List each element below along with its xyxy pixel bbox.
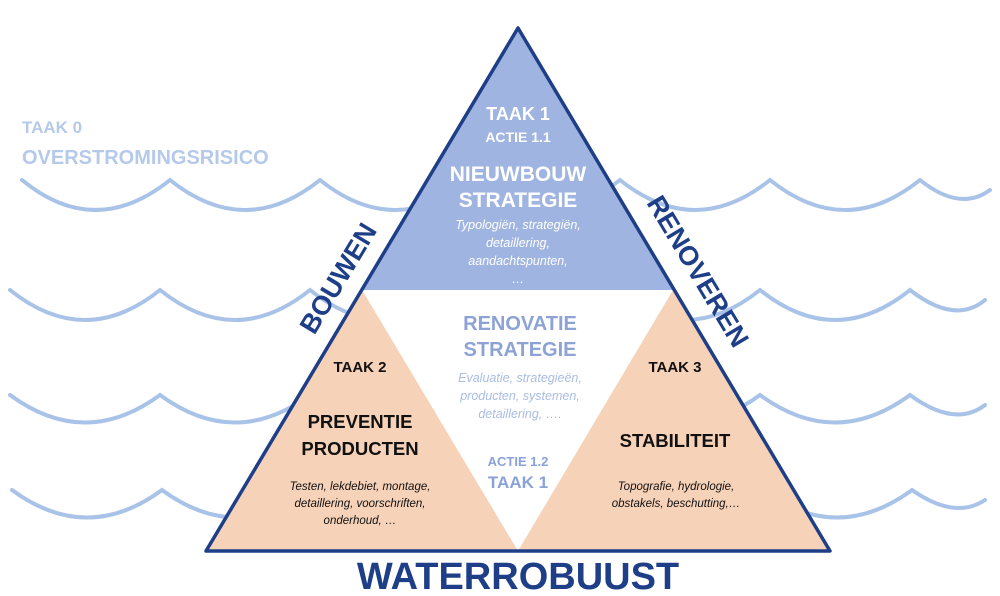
center-triangle	[362, 290, 673, 551]
right-triangle	[518, 290, 830, 551]
center-detail-line1: Evaluatie, strategieën,	[458, 371, 582, 385]
pyramid	[204, 26, 832, 553]
left-task: TAAK 2	[333, 359, 386, 376]
center-detail-line2: producten, systemen,	[459, 389, 580, 403]
task0-title: OVERSTROMINGSRISICO	[22, 147, 269, 169]
top-detail-line2: detaillering,	[486, 236, 550, 250]
center-heading-line1: RENOVATIE	[463, 313, 577, 335]
edge-label-bottom: WATERROBUUST	[357, 556, 679, 596]
top-detail-line4: …	[512, 272, 525, 286]
right-detail-line1: Topografie, hydrologie,	[618, 481, 735, 493]
left-heading-line2: PRODUCTEN	[301, 438, 418, 459]
top-heading-line1: NIEUWBOUW	[450, 163, 587, 186]
top-detail-line1: Typologiën, strategiën,	[455, 218, 581, 232]
pyramid-outline	[204, 26, 832, 553]
top-task: TAAK 1	[486, 104, 550, 124]
top-section: TAAK 1 ACTIE 1.1 NIEUWBOUW STRATEGIE Typ…	[450, 104, 587, 286]
left-detail-line3: onderhoud, …	[324, 515, 397, 527]
right-detail-line2: obstakels, beschutting,…	[612, 498, 741, 510]
center-task: TAAK 1	[488, 473, 548, 492]
top-triangle	[362, 28, 673, 290]
top-action: ACTIE 1.1	[485, 129, 551, 145]
right-heading: STABILITEIT	[620, 430, 731, 451]
left-detail-line2: detaillering, voorschriften,	[294, 498, 425, 510]
center-detail-line3: detaillering, ….	[478, 407, 561, 421]
left-detail-line1: Testen, lekdebiet, montage,	[290, 481, 431, 493]
top-heading-line2: STRATEGIE	[459, 189, 578, 212]
center-action: ACTIE 1.2	[488, 454, 549, 469]
task0-label: TAAK 0	[22, 118, 82, 137]
left-triangle	[206, 290, 518, 551]
right-task: TAAK 3	[648, 359, 701, 376]
left-section: TAAK 2 PREVENTIE PRODUCTEN Testen, lekde…	[290, 359, 431, 527]
right-section: TAAK 3 STABILITEIT Topografie, hydrologi…	[612, 359, 741, 510]
center-section: RENOVATIE STRATEGIE Evaluatie, strategie…	[458, 313, 582, 492]
left-heading-line1: PREVENTIE	[308, 411, 413, 432]
top-detail-line3: aandachtspunten,	[468, 254, 567, 268]
center-heading-line2: STRATEGIE	[464, 339, 577, 361]
